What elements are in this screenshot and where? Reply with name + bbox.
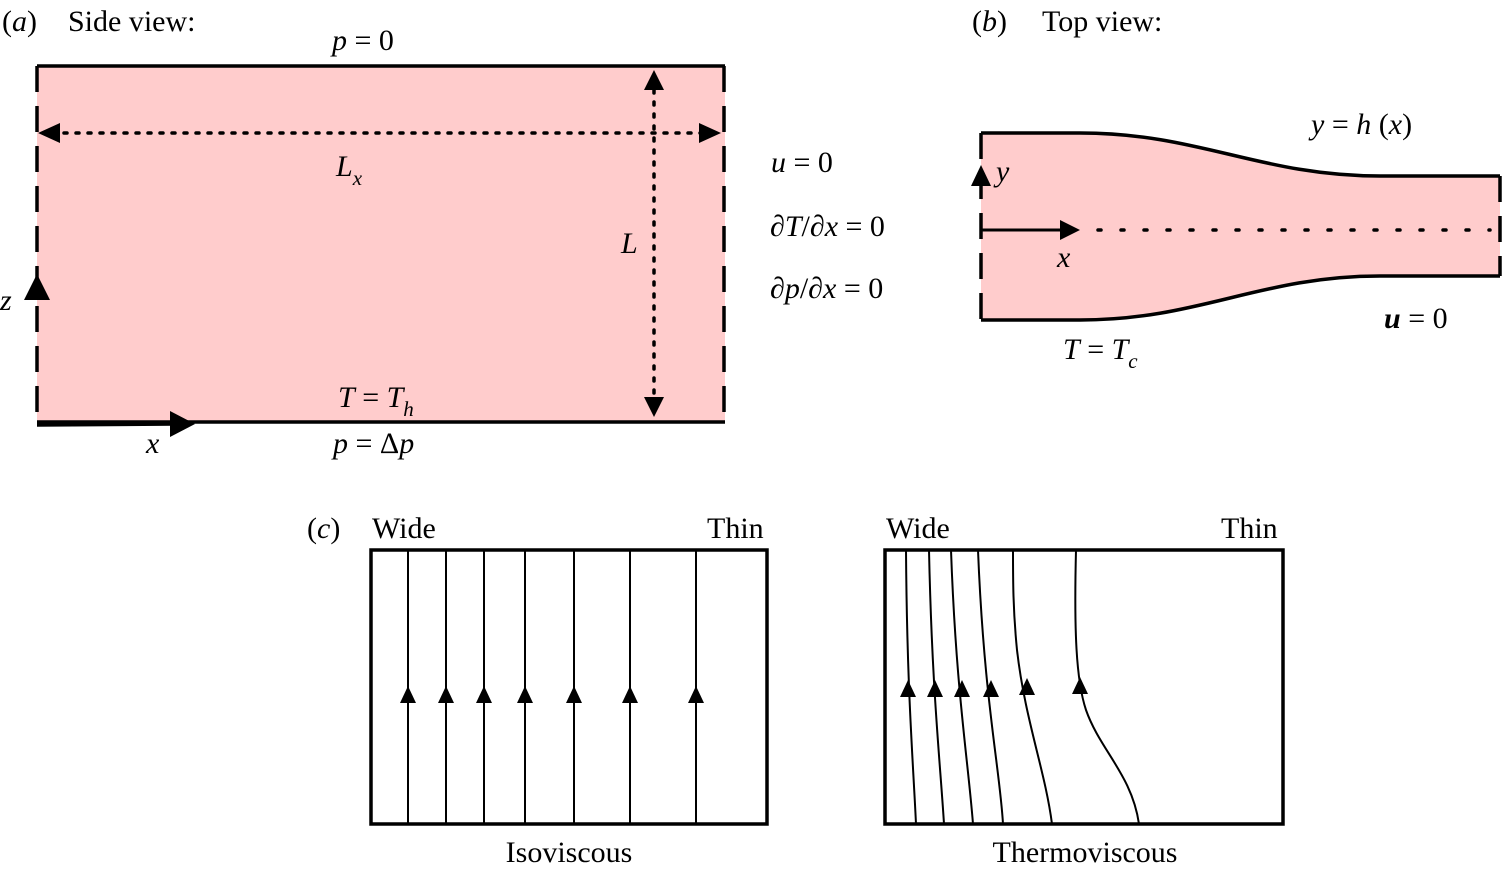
length-arrow-left: [38, 123, 60, 143]
top-x-axis-label: x: [1056, 241, 1071, 274]
flow-arrow-icon: [517, 686, 533, 703]
thermoviscous-streamline: [905, 549, 917, 825]
panel-a-letter: (a): [2, 5, 37, 38]
length-label: Lx: [335, 150, 363, 190]
top-x-axis-arrow-icon: [1060, 220, 1080, 240]
side-view-fluid-region: [37, 66, 725, 422]
flow-arrow-icon: [566, 686, 582, 703]
flow-arrow-icon: [983, 680, 999, 697]
top-pressure-bc: p = 0: [330, 24, 394, 57]
lower-side-wall: [981, 274, 1500, 322]
x-axis-line: [36, 422, 176, 427]
flow-arrow-icon: [927, 680, 943, 697]
bottom-temperature-bc: T = Th: [338, 381, 414, 421]
wall-shape-label: y = h (x): [1308, 108, 1412, 141]
bottom-pressure-bc: p = Δp: [331, 427, 414, 460]
isoviscous-caption: Isoviscous: [506, 836, 633, 869]
isoviscous-wide-label: Wide: [372, 512, 436, 545]
isoviscous-thin-label: Thin: [707, 512, 764, 545]
length-arrow-right: [699, 123, 721, 143]
wall-temperature-bc: T = Tc: [1063, 333, 1138, 373]
thermoviscous-streamline: [950, 549, 974, 825]
panel-c-letter: (c): [307, 512, 340, 545]
flow-arrow-icon: [688, 686, 704, 703]
thermoviscous-thin-label: Thin: [1221, 512, 1278, 545]
flow-arrow-icon: [476, 686, 492, 703]
isoviscous-panel: Wide Thin Isoviscous: [369, 512, 769, 869]
depth-label: L: [620, 227, 638, 260]
flow-arrow-icon: [1072, 677, 1088, 694]
side-temperature-gradient-bc: ∂T/∂x = 0: [770, 210, 885, 243]
thermoviscous-streamline: [1074, 549, 1140, 825]
side-velocity-bc: u = 0: [771, 146, 833, 179]
x-axis-label: x: [145, 427, 160, 460]
wall-no-slip-bc: u = 0: [1384, 302, 1448, 335]
thermoviscous-streamline: [977, 549, 1004, 825]
thermoviscous-panel: Wide Thin Thermoviscous: [883, 512, 1285, 869]
flow-arrow-icon: [900, 680, 916, 697]
thermoviscous-caption: Thermoviscous: [993, 836, 1178, 869]
panel-b: (b) Top view: x y y = h (x) u = 0 T = Tc: [971, 5, 1502, 373]
depth-arrow-top: [644, 70, 664, 90]
side-pressure-gradient-bc: ∂p/∂x = 0: [770, 272, 883, 305]
top-view-fluid-region: [981, 133, 1500, 320]
z-axis-label: z: [0, 284, 12, 317]
panel-c: (c) Wide Thin Isoviscous Wide Thin: [307, 512, 1285, 869]
thermoviscous-box: [883, 548, 1285, 826]
thermoviscous-streamline: [1012, 549, 1053, 825]
panel-a-title: Side view:: [68, 5, 196, 38]
depth-arrow-bottom: [644, 397, 664, 417]
thermoviscous-wide-label: Wide: [886, 512, 950, 545]
flow-arrow-icon: [954, 680, 970, 697]
x-axis-arrow-icon: [170, 411, 195, 437]
flow-arrow-icon: [438, 686, 454, 703]
flow-arrow-icon: [400, 686, 416, 703]
z-axis-arrow-icon: [24, 274, 50, 300]
isoviscous-box: [369, 548, 769, 826]
thermoviscous-streamline: [928, 549, 945, 825]
upper-side-wall: [981, 131, 1500, 178]
panel-a: (a) Side view: p = 0 Lx L x z T = Th p =…: [0, 5, 885, 460]
panel-b-letter: (b): [972, 5, 1007, 38]
panel-b-title: Top view:: [1042, 5, 1162, 38]
flow-arrow-icon: [1019, 678, 1035, 695]
top-y-axis-label: y: [993, 155, 1010, 188]
top-y-axis-arrow-icon: [971, 165, 991, 186]
flow-arrow-icon: [622, 686, 638, 703]
